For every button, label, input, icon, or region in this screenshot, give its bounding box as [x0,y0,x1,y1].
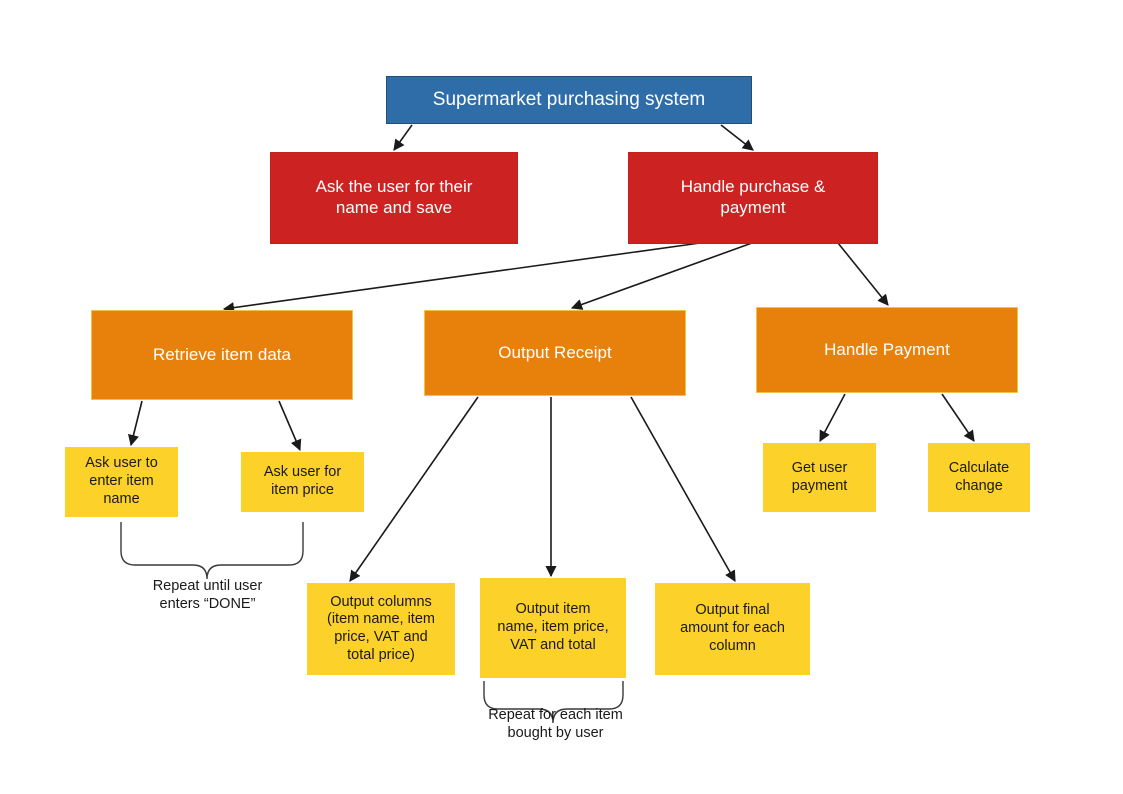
brace-retrieve-loop-caption: Repeat until user enters “DONE” [152,578,263,613]
edge-retrieve-item-to-ask-item-name [128,400,143,447]
node-root[interactable]: Supermarket purchasing system [386,76,752,124]
edge-handle-purch-to-handle-payment [837,242,889,306]
edge-output-receipt-to-output-final [630,396,736,582]
node-retrieve-item[interactable]: Retrieve item data [91,310,353,400]
node-get-payment[interactable]: Get user payment [763,443,876,512]
node-output-final[interactable]: Output final amount for each column [655,583,810,675]
edge-handle-payment-to-get-payment [819,393,846,442]
node-output-columns[interactable]: Output columns (item name, item price, V… [307,583,455,675]
brace-retrieve-loop [120,522,304,580]
node-output-receipt[interactable]: Output Receipt [424,310,686,396]
node-ask-item-price[interactable]: Ask user for item price [241,452,364,512]
node-handle-purch[interactable]: Handle purchase & payment [628,152,878,244]
node-handle-payment[interactable]: Handle Payment [756,307,1018,393]
edge-root-to-ask-name [393,124,413,151]
edge-output-receipt-to-output-columns [349,396,479,582]
node-ask-name[interactable]: Ask the user for their name and save [270,152,518,244]
edge-handle-purch-to-retrieve-item [222,242,701,314]
node-calc-change[interactable]: Calculate change [928,443,1030,512]
node-output-item[interactable]: Output item name, item price, VAT and to… [480,578,626,678]
node-ask-item-name[interactable]: Ask user to enter item name [65,447,178,517]
edge-retrieve-item-to-ask-item-price [278,400,302,452]
brace-output-loop-caption: Repeat for each item bought by user [488,707,623,742]
edge-handle-payment-to-calc-change [941,393,975,442]
edge-root-to-handle-purch [720,124,754,151]
edge-handle-purch-to-output-receipt [570,242,753,310]
